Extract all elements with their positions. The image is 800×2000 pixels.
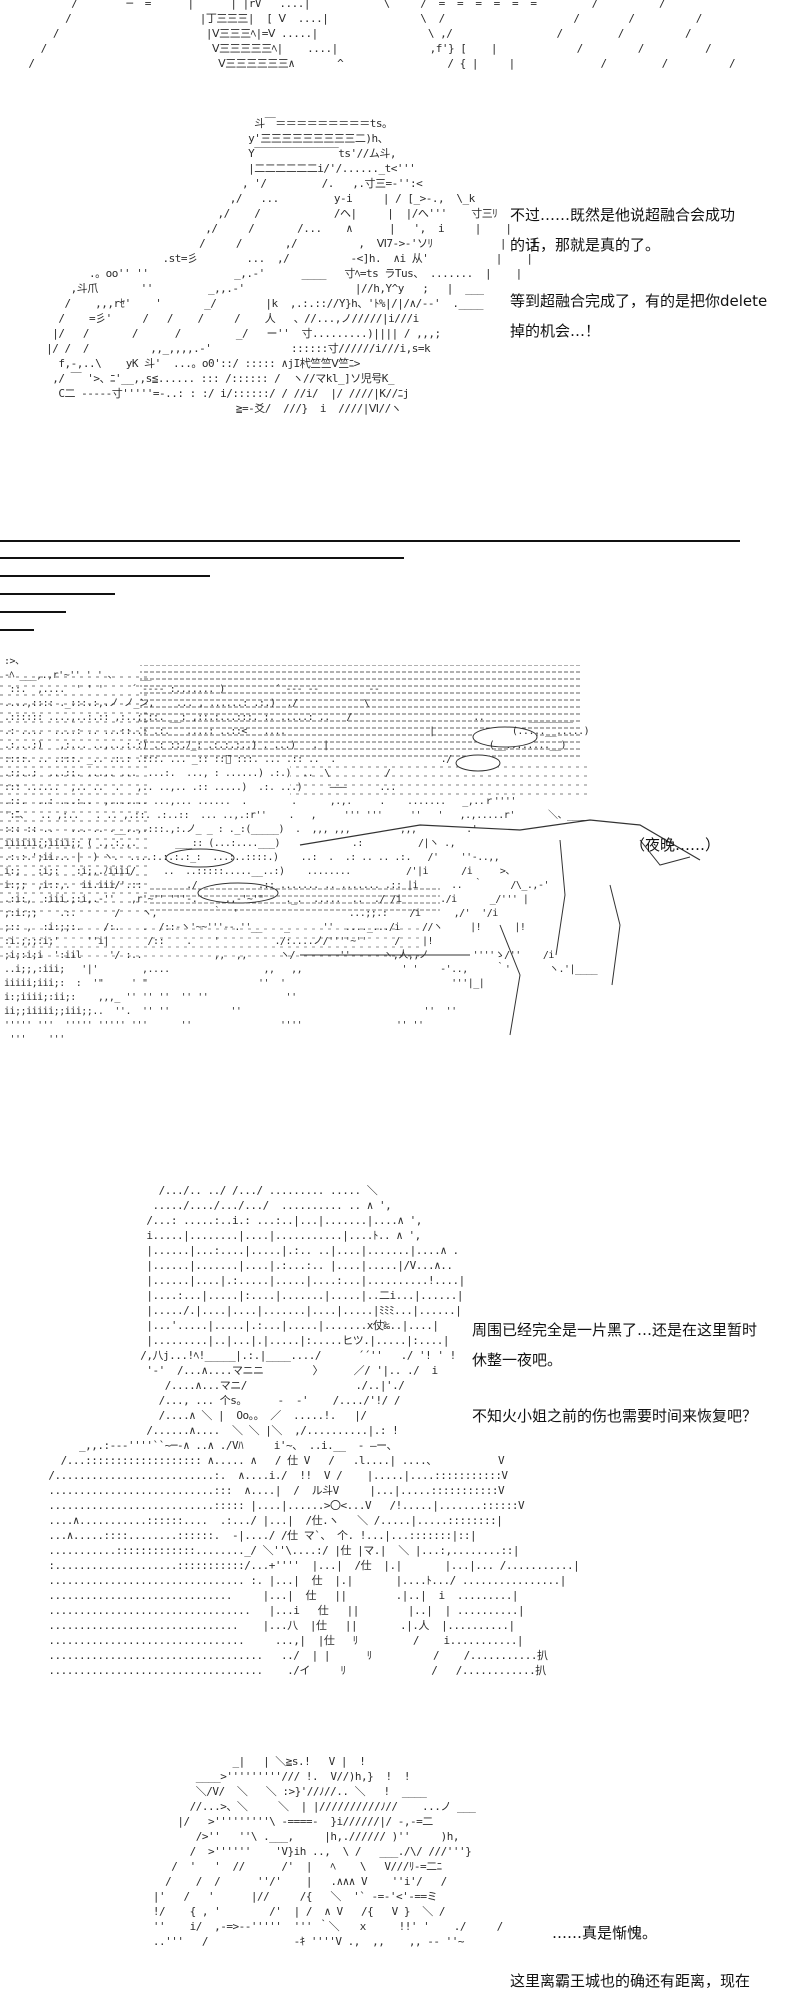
divider-rule xyxy=(0,540,740,542)
panel-armored-figure: 斗￣＝＝＝＝＝＝＝＝＝ts。 y'三三三三三三三三三二)h、 Y￣￣￣￣￣￣￣￣… xyxy=(0,110,800,495)
dialog-box-night: （夜晚……） xyxy=(630,830,720,860)
dialog-line-2: 休整一夜吧。 xyxy=(472,1351,563,1369)
divider-rule xyxy=(0,557,404,559)
divider-rule xyxy=(0,611,66,613)
panel-bottom-figure: _| | ＼≧s.! V | ! ____>'''''''''/// !. V/… xyxy=(0,1748,800,2000)
dialog-box-3: ……真是惭愧。 xyxy=(552,1918,657,1948)
divider-rule xyxy=(0,629,34,631)
ascii-art-hooded-figure: /.../.. ../ /.../ ......... ..... ＼ ....… xyxy=(48,1184,580,1677)
dialog-line-night: （夜晚……） xyxy=(630,836,721,854)
ascii-art-bottom-figure: _| | ＼≧s.! V | ! ____>'''''''''/// !. V/… xyxy=(152,1755,503,1948)
dialog-line-3: 不知火小姐之前的伤也需要时间来恢复吧？ xyxy=(472,1407,758,1425)
divider-rule xyxy=(0,575,210,577)
night-sky-hatching xyxy=(0,665,701,1036)
dialog-line-3: 等到超融合完成了，有的是把你delete xyxy=(510,292,768,310)
divider-rule xyxy=(0,593,115,595)
dialog-line-1: ……真是惭愧。 xyxy=(552,1924,658,1942)
dialog-line-2: 的话，那就是真的了。 xyxy=(510,236,661,254)
dialog-line-1: 不过……既然是他说超融合会成功 xyxy=(510,206,736,224)
ascii-art-night-landscape: :>、 -ﾍ ___,.,r'~'' ' ' ､ __ ::. ,.... ' … xyxy=(4,656,598,1045)
ascii-art-armored-figure: 斗￣＝＝＝＝＝＝＝＝＝ts。 y'三三三三三三三三三二)h、 Y￣￣￣￣￣￣￣￣… xyxy=(46,117,537,415)
panel-hooded-figure: /.../.. ../ /.../ ......... ..... ＼ ....… xyxy=(0,1175,800,1715)
dialog-box-1: 不过……既然是他说超融合会成功 的话，那就是真的了。 等到超融合完成了，有的是把… xyxy=(510,200,767,346)
dialog-line-4: 掉的机会…！ xyxy=(510,322,601,340)
dialog-line-1: 周围已经完全是一片黑了…还是在这里暂时 xyxy=(472,1321,758,1339)
dialog-box-2: 周围已经完全是一片黑了…还是在这里暂时 休整一夜吧。 不知火小姐之前的伤也需要时… xyxy=(472,1315,757,1431)
panel-top-fragment: / ─ = ̄ | | |rV ....| \ / = = = = = = / … xyxy=(0,0,800,95)
ascii-art-robot-legs: / ─ = ̄ | | |rV ....| \ / = = = = = = / … xyxy=(28,0,736,70)
dialog-line-2: 这里离霸王城也的确还有距离，现在 xyxy=(510,1972,751,1990)
dialog-box-4: 这里离霸王城也的确还有距离，现在 xyxy=(510,1966,750,1996)
panel-night-landscape: :>、 -ﾍ ___,.,r'~'' ' ' ､ __ ::. ,.... ' … xyxy=(0,655,800,1160)
